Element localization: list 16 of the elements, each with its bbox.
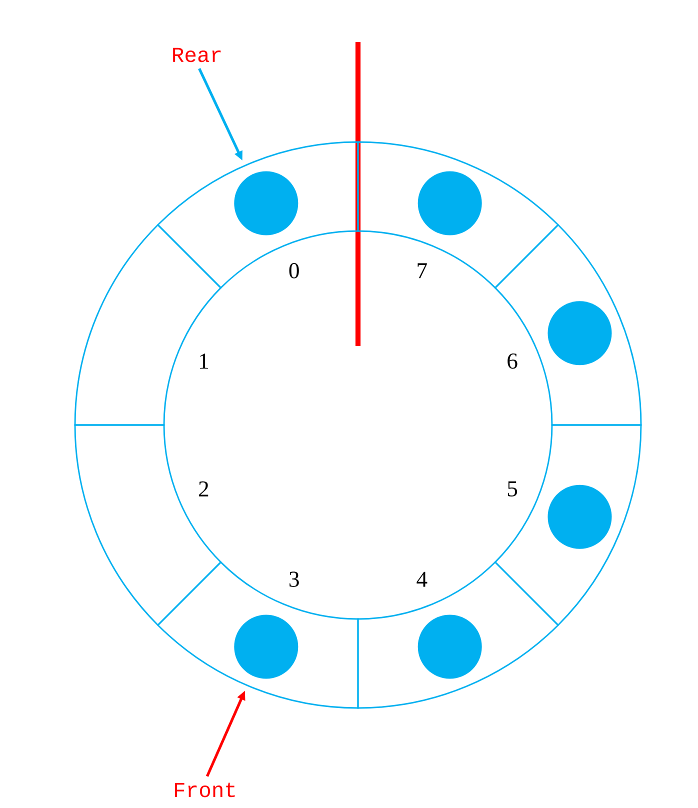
- element-dot: [548, 301, 612, 366]
- queue-slot: 1: [74, 224, 222, 426]
- pointer-label: Front: [175, 782, 235, 798]
- element-dot: [418, 614, 482, 679]
- queue-slot: 7: [357, 141, 559, 289]
- queue-slot: 5: [494, 424, 642, 626]
- element-dot: [418, 171, 482, 236]
- element-dot: [234, 614, 298, 679]
- pointer-label: Rear: [173, 48, 221, 62]
- element-dot: [548, 484, 612, 549]
- queue-slot: 2: [74, 424, 222, 626]
- queue-slot: 4: [357, 561, 559, 709]
- queue-slot: 0: [157, 141, 359, 289]
- queue-slot: 6: [494, 224, 642, 426]
- queue-slot: 3: [157, 561, 359, 709]
- element-dot: [234, 171, 298, 236]
